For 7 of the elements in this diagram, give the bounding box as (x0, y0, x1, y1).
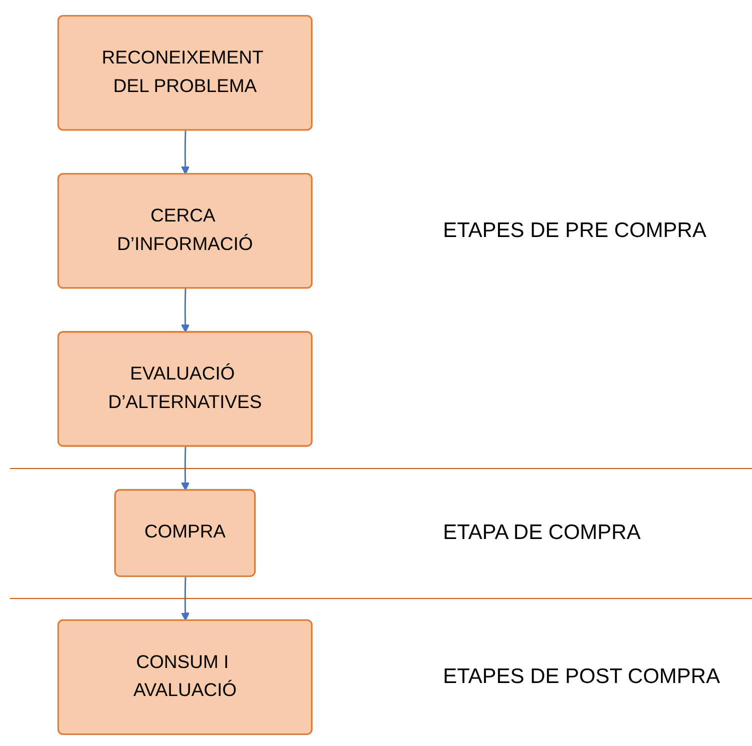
arrow (181, 446, 190, 491)
arrow (181, 130, 190, 175)
arrow (181, 288, 190, 333)
arrow (181, 576, 190, 621)
stage-label: ETAPES DE POST COMPRA (443, 665, 720, 690)
stage-label: ETAPES DE PRE COMPRA (443, 218, 706, 243)
stage-label: ETAPA DE COMPRA (443, 521, 641, 546)
